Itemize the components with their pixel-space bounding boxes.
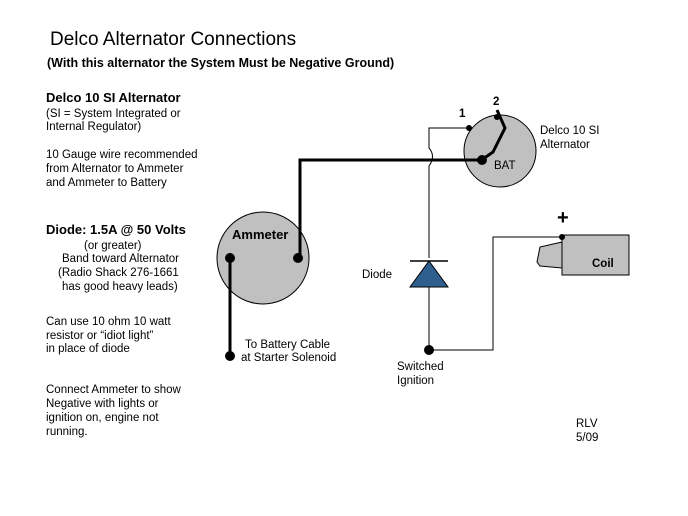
diode-note-line2: Band toward Alternator xyxy=(62,253,179,265)
ignition-to-coil-wire xyxy=(429,236,562,351)
coil-body xyxy=(561,234,630,276)
switched-ignition-line1: Switched xyxy=(397,361,444,373)
ammeter-note-line2: Negative with lights or xyxy=(46,398,159,410)
page-title: Delco Alternator Connections xyxy=(50,29,297,50)
battery-cable-terminal xyxy=(225,351,235,361)
battery-cable-label-line2: at Starter Solenoid xyxy=(241,352,337,364)
signature-initials: RLV xyxy=(576,418,598,430)
battery-cable-label-line1: To Battery Cable xyxy=(245,339,331,351)
diode-triangle xyxy=(409,260,449,288)
ammeter-body xyxy=(216,211,310,305)
page-subtitle: (With this alternator the System Must be… xyxy=(47,56,395,70)
switched-ignition-line2: Ignition xyxy=(397,375,435,387)
diode-note-line1: (or greater) xyxy=(84,240,142,252)
resistor-note-line3: in place of diode xyxy=(46,343,130,355)
ammeter-note-line4: running. xyxy=(46,426,88,438)
ammeter-label: Ammeter xyxy=(232,227,289,242)
switched-ignition-terminal xyxy=(424,345,434,355)
diode-heading: Diode: 1.5A @ 50 Volts xyxy=(46,222,186,237)
alternator-label-line1: Delco 10 SI xyxy=(540,125,600,137)
ammeter-note-line1: Connect Ammeter to show xyxy=(46,384,181,396)
ammeter-terminal-right xyxy=(293,253,303,263)
si-note-line2: Internal Regulator) xyxy=(46,121,142,133)
terminal-2-dot xyxy=(494,114,500,120)
wire-note-line1: 10 Gauge wire recommended xyxy=(46,149,198,161)
si-note-line1: (SI = System Integrated or xyxy=(46,108,181,120)
ammeter-terminal-left xyxy=(225,253,235,263)
diode-note-line3: (Radio Shack 276-1661 xyxy=(58,267,179,279)
bat-label: BAT xyxy=(494,160,516,172)
diode-note-line4: has good heavy leads) xyxy=(62,281,178,293)
terminal-1-dot xyxy=(466,125,472,131)
terminal-1-label: 1 xyxy=(459,108,466,120)
diode-label: Diode xyxy=(362,269,393,281)
wire-note-line2: from Alternator to Ammeter xyxy=(46,163,184,175)
coil-label: Coil xyxy=(592,258,614,270)
terminal-2-label: 2 xyxy=(493,96,500,108)
alternator-body xyxy=(463,114,537,188)
bat-terminal xyxy=(477,155,487,165)
terminal-2-lead xyxy=(482,109,507,161)
coil-nose xyxy=(536,241,563,269)
bat-to-ammeter-wire xyxy=(298,158,482,258)
resistor-note-line1: Can use 10 ohm 10 watt xyxy=(46,316,171,328)
alternator-heading: Delco 10 SI Alternator xyxy=(46,90,181,105)
wire-note-line3: and Ammeter to Battery xyxy=(46,177,167,189)
alternator-label-line2: Alternator xyxy=(540,139,590,151)
ammeter-note-line3: ignition on, engine not xyxy=(46,412,159,424)
coil-plus-terminal xyxy=(559,234,565,240)
terminal-1-lead xyxy=(428,127,469,258)
resistor-note-line2: resistor or “idiot light” xyxy=(46,330,154,342)
signature-date: 5/09 xyxy=(576,432,599,444)
coil-plus-label: + xyxy=(557,207,569,229)
